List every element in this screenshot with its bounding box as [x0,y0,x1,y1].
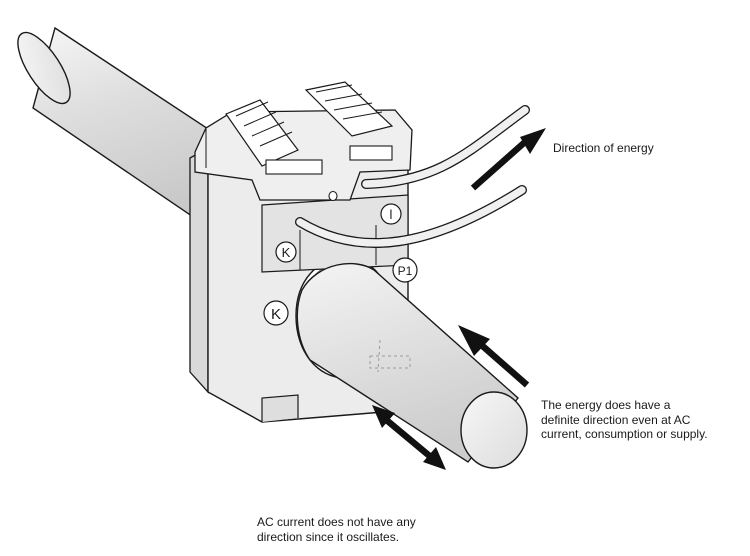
definite-direction-note: The energy does have a definite directio… [541,398,708,441]
energy-supply-arrow [458,325,530,388]
energy-direction-arrow [470,128,546,191]
primary-conductor-back [17,26,241,227]
terminal-marking-p1: P1 [392,257,418,283]
energy-direction-label: Direction of energy [553,141,654,155]
ac-oscillation-arrow [372,405,446,470]
svg-text:K: K [271,306,281,323]
svg-text:P1: P1 [398,264,413,278]
terminal-marking-l: l [380,203,402,225]
svg-text:K: K [282,245,291,260]
terminal-marking-big-k: K [263,300,289,326]
ct-top-clip [194,81,413,202]
secondary-leads [295,105,530,248]
svg-text:l: l [390,207,393,222]
ac-current-note: AC current does not have any direction s… [257,515,416,544]
terminal-marking-k: K [275,241,297,263]
primary-conductor-front [296,263,528,469]
